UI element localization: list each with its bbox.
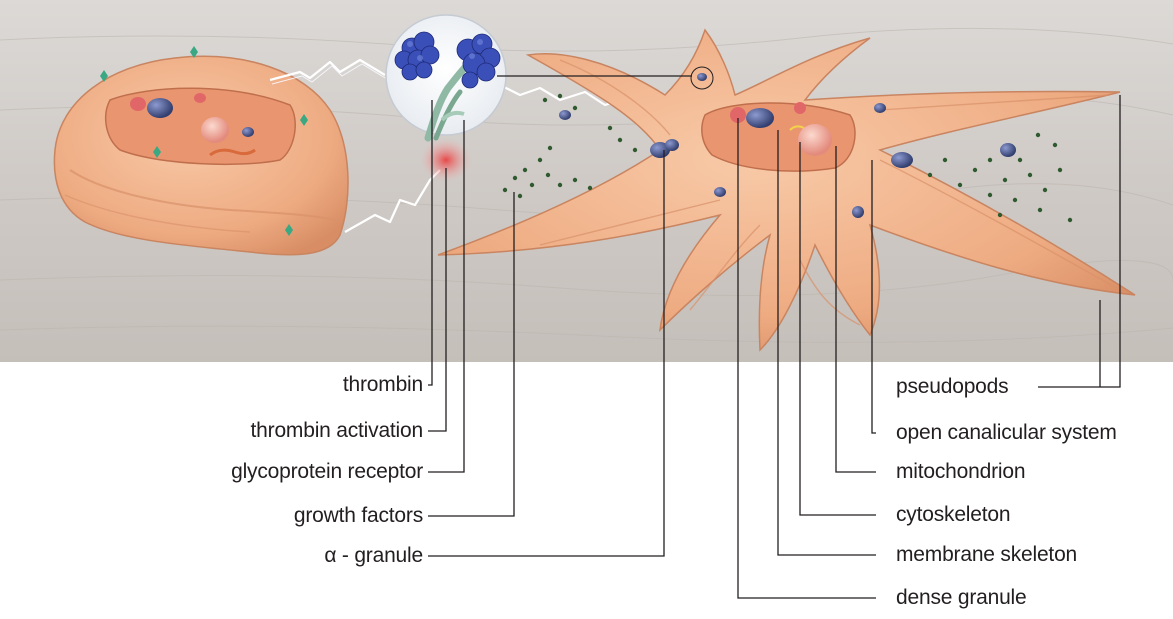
label-growth-factors: growth factors <box>294 504 423 528</box>
label-dense-granule: dense granule <box>896 586 1027 610</box>
label-mitochondrion: mitochondrion <box>896 460 1025 484</box>
label-pseudopods: pseudopods <box>896 375 1008 399</box>
label-cytoskeleton: cytoskeleton <box>896 503 1010 527</box>
label-thrombin-activation: thrombin activation <box>251 419 423 443</box>
label-membrane-skeleton: membrane skeleton <box>896 543 1077 567</box>
label-glycoprotein-receptor: glycoprotein receptor <box>231 460 423 484</box>
label-alpha-granule: α - granule <box>324 544 423 568</box>
label-open-canalicular-system: open canalicular system <box>896 421 1117 445</box>
label-thrombin: thrombin <box>343 373 423 397</box>
